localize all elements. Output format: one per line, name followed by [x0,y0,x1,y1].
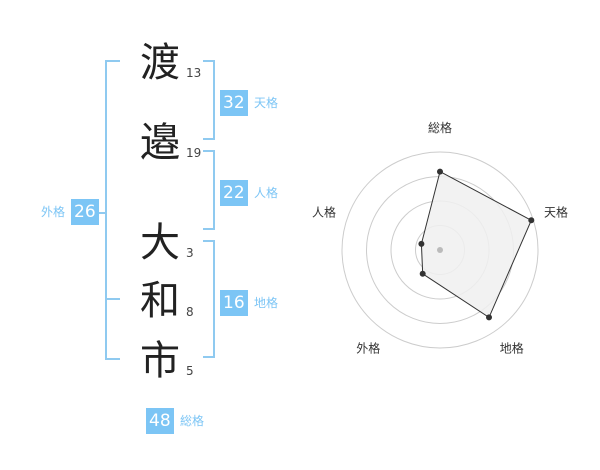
tenkaku-label: 天格 [254,96,279,110]
soukaku-label: 総格 [180,414,205,428]
radar-ring-4 [341,151,539,349]
name-char-3: 大 [140,220,180,266]
radar-center-dot [437,247,443,253]
name-char-4: 和 [140,278,180,324]
stroke-count-5: 5 [186,364,194,378]
gaikaku-label: 外格 [41,205,66,219]
tenkaku-score-badge: 32 [220,90,248,116]
name-char-5: 市 [140,338,180,384]
stroke-count-1: 13 [186,66,202,80]
soukaku-score-badge: 48 [146,408,174,434]
radar-point-3 [486,314,492,321]
jinkaku-label: 人格 [254,186,279,200]
radar-axis-label-1: 総格 [428,120,452,135]
chikaku-label: 地格 [254,296,279,310]
tenkaku-bracket [203,60,215,140]
radar-axis-label-2: 天格 [544,204,568,219]
stroke-count-4: 8 [186,305,194,319]
gaikaku-bracket-stem [97,212,105,214]
gaikaku-score-badge: 26 [71,199,99,225]
radar-axis-label-5: 人格 [312,204,336,219]
gaikaku-bracket [105,60,120,360]
jinkaku-bracket [203,150,215,230]
radar-value-polygon [420,170,532,319]
name-char-1: 渡 [140,40,180,86]
radar-point-2 [528,217,535,224]
chikaku-bracket [203,240,215,358]
radar-value-points [418,168,535,321]
stroke-count-3: 3 [186,246,194,260]
name-char-2: 邉 [140,120,180,166]
radar-point-1 [437,168,443,175]
gaikaku-bracket-divider [105,298,120,300]
chikaku-score-badge: 16 [220,290,248,316]
radar-axis-label-3: 地格 [500,341,524,356]
jinkaku-score-badge: 22 [220,180,248,206]
radar-point-4 [419,270,426,277]
radar-axis-label-4: 外格 [356,341,380,356]
stroke-count-2: 19 [186,146,202,160]
radar-point-5 [418,240,425,247]
